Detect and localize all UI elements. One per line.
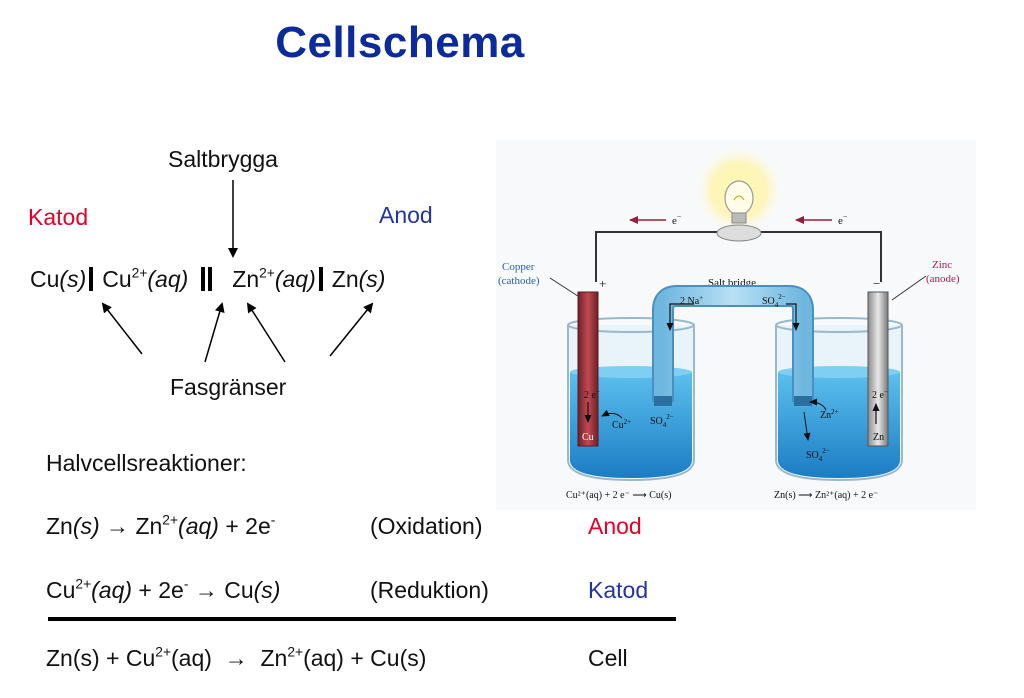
notation-arrows bbox=[101, 180, 374, 363]
zn2-label: Zn2+ bbox=[820, 408, 839, 421]
zinc-leader bbox=[891, 275, 927, 301]
na-label: 2 Na+ bbox=[680, 294, 703, 307]
boundary-arrow-4 bbox=[329, 302, 374, 357]
reaction-reduction-role: Katod bbox=[588, 577, 649, 603]
cathode-label: Katod bbox=[28, 204, 89, 230]
reaction-oxidation-type: (Oxidation) bbox=[370, 513, 483, 539]
na-flow-arrow bbox=[666, 303, 694, 331]
minus-sign: − bbox=[873, 276, 880, 291]
salt-bridge-plug-right bbox=[794, 396, 812, 406]
boundary-arrow-2 bbox=[204, 302, 225, 363]
sum-line bbox=[48, 617, 676, 621]
zn-solid: Zn(s) bbox=[331, 266, 386, 292]
plus-sign: + bbox=[599, 276, 606, 291]
cu-solid: Cu(s) bbox=[30, 266, 87, 292]
right-2e-label: 2 e− bbox=[872, 388, 888, 401]
anode-label: Anod bbox=[379, 202, 433, 228]
cell-notation: Cu(s) Cu2+(aq) Zn2+(aq) Zn(s) bbox=[30, 266, 385, 293]
so4-label-left: SO42− bbox=[650, 413, 674, 429]
left-2e-label: 2 e− bbox=[584, 388, 600, 401]
anode-label-fig: (anode) bbox=[926, 273, 960, 285]
so4-migrate-arrow bbox=[803, 411, 811, 441]
copper-label: Copper bbox=[502, 261, 535, 273]
anode-equation: Zn(s) ⟶ Zn²⁺(aq) + 2 e⁻ bbox=[774, 490, 878, 501]
salt-bridge-label: Saltbrygga bbox=[168, 146, 278, 172]
cu-ion: Cu2+(aq) bbox=[102, 265, 189, 292]
reaction-cell-role: Cell bbox=[588, 645, 628, 671]
half-reactions-heading: Halvcellsreaktioner: bbox=[46, 450, 247, 476]
reaction-cell: Zn(s) + Cu2+(aq) → Zn2+(aq) + Cu(s) bbox=[46, 644, 427, 671]
cu-electrode-label: Cu bbox=[582, 432, 594, 443]
galvanic-cell-figure: e− e− Copper (cathode) Zinc (anode) Salt… bbox=[496, 140, 976, 510]
zn-electrode-label: Zn bbox=[873, 432, 884, 443]
electron-label-right: e− bbox=[838, 212, 848, 227]
wire-right bbox=[754, 231, 882, 282]
light-bulb-icon bbox=[716, 180, 762, 242]
cu2-label: Cu2+ bbox=[612, 418, 631, 431]
cathode-label-fig: (cathode) bbox=[498, 275, 540, 287]
phase-boundary-2 bbox=[318, 267, 323, 291]
salt-bridge-boundary bbox=[200, 267, 213, 291]
reaction-oxidation: Zn(s) → Zn2+(aq) + 2e- bbox=[46, 512, 276, 539]
reaction-reduction: Cu2+(aq) + 2e- → Cu(s) bbox=[46, 576, 281, 603]
so4-label-right: SO42− bbox=[806, 447, 830, 463]
salt-bridge-plug-left bbox=[654, 396, 672, 406]
zn-ion: Zn2+(aq) bbox=[232, 265, 316, 292]
so4-label-bridge: SO42− bbox=[762, 293, 786, 309]
boundary-arrow-1 bbox=[101, 302, 143, 355]
zn2-arrow bbox=[809, 398, 827, 411]
wire-left bbox=[595, 231, 724, 282]
zinc-electrode bbox=[867, 291, 889, 447]
phase-boundary-1 bbox=[89, 267, 94, 291]
page-title: Cellschema bbox=[275, 18, 525, 67]
zinc-label: Zinc bbox=[932, 259, 952, 271]
reaction-reduction-type: (Reduktion) bbox=[370, 577, 489, 603]
phase-boundaries-label: Fasgränser bbox=[170, 374, 287, 400]
electron-label-left: e− bbox=[672, 212, 682, 227]
boundary-arrow-3 bbox=[246, 302, 286, 363]
copper-electrode bbox=[577, 291, 599, 447]
cathode-equation: Cu²⁺(aq) + 2 e⁻ ⟶ Cu(s) bbox=[566, 490, 671, 501]
reaction-oxidation-role: Anod bbox=[588, 513, 642, 539]
so4-flow-arrow bbox=[786, 303, 800, 331]
salt-bridge-tube bbox=[654, 287, 812, 402]
cu2-arrow bbox=[601, 409, 623, 419]
